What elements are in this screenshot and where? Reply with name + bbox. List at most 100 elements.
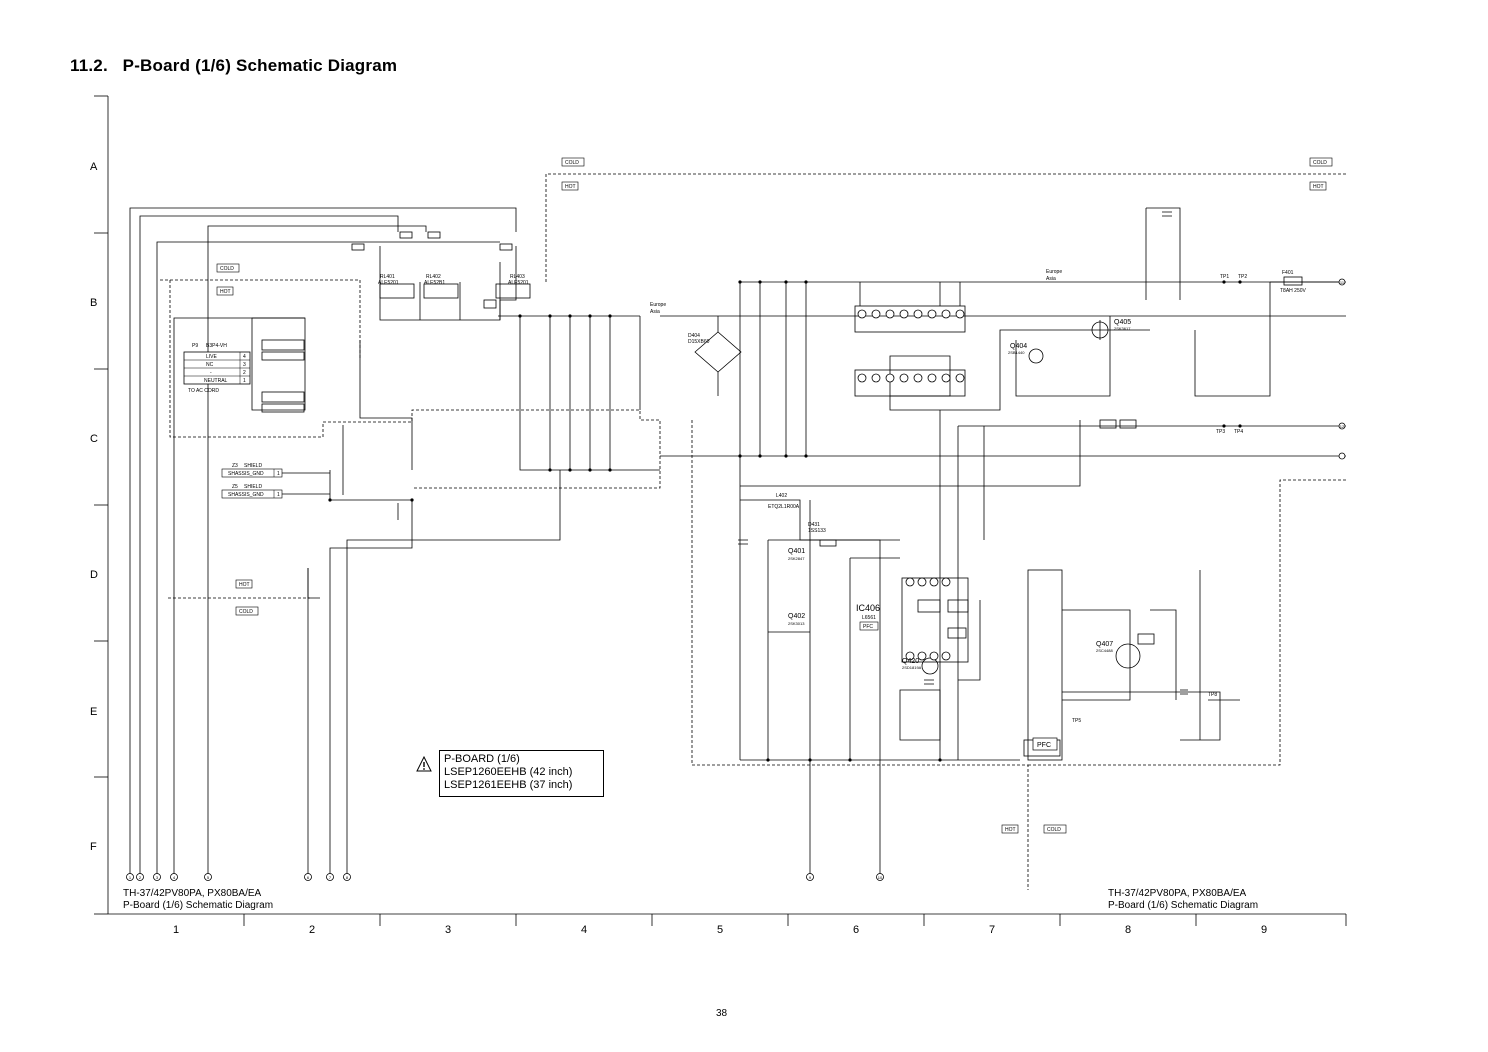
cold-tag: COLD [1313, 160, 1327, 166]
transistor-ref: Q405 [1114, 319, 1131, 326]
row-label-f: F [90, 841, 97, 853]
row-label-a: A [90, 161, 98, 173]
col-label-7: 7 [989, 924, 995, 936]
relay-part: ALE52B1 [424, 280, 445, 286]
connector-dot-label: 12 [1340, 424, 1345, 429]
connector-pin: 1 [277, 492, 280, 498]
row-label-b: B [90, 297, 97, 309]
footer-right: TH-37/42PV80PA, PX80BA/EA P-Board (1/6) … [1108, 888, 1258, 912]
footer-title: P-Board (1/6) Schematic Diagram [1108, 900, 1259, 911]
connector-dot-label: 7 [329, 875, 332, 880]
page-number: 38 [716, 1008, 728, 1019]
col-label-5: 5 [717, 924, 723, 936]
region-europe: Europe [1046, 269, 1062, 275]
hot-tag: HOT [220, 289, 231, 295]
connector-part: SHASSIS_GND [228, 492, 264, 498]
connector-ref: Z5 [232, 484, 238, 490]
footer-model: TH-37/42PV80PA, PX80BA/EA [123, 888, 262, 899]
cold-tag: COLD [239, 609, 253, 615]
col-label-4: 4 [581, 924, 587, 936]
ac-pin-number: 1 [243, 378, 246, 384]
connector-dot-label: 6 [307, 875, 310, 880]
heading-title: P-Board (1/6) Schematic Diagram [122, 56, 398, 75]
transistor-ref: Q404 [1010, 343, 1027, 350]
region-europe: Europe [650, 302, 666, 308]
board-note-line: LSEP1260EEHB (42 inch) [444, 766, 573, 778]
connector-label: SHIELD [244, 484, 262, 490]
footer-title: P-Board (1/6) Schematic Diagram [123, 900, 274, 911]
relay-ref: RL402 [426, 274, 441, 280]
hot-tag: HOT [1313, 184, 1324, 190]
ac-connector: P9 B3P4-VH LIVE NC - NEUTRAL 4 3 2 1 TO … [183, 343, 251, 394]
connector-dot-label: 8 [346, 875, 349, 880]
ac-connector-ref: P9 [192, 343, 198, 349]
coil-part: ETQ2L1R00A [768, 504, 800, 510]
transistor-part: 2SC4488 [1096, 648, 1113, 653]
test-point: TP4 [1234, 429, 1243, 435]
fuse-rating: T8AH 250V [1280, 288, 1307, 294]
transistor-part: 2SD1819A [902, 665, 922, 670]
test-point: TP1 [1220, 274, 1229, 280]
connector-dot-label: 9 [809, 875, 812, 880]
hot-tag: HOT [565, 184, 576, 190]
connector-dot-label: 4 [173, 875, 176, 880]
connector-pin: 1 [277, 471, 280, 477]
region-asia: Asia [650, 309, 660, 315]
col-label-2: 2 [309, 924, 315, 936]
col-label-9: 9 [1261, 924, 1267, 936]
transistor-ref: Q407 [1096, 641, 1113, 648]
relay-part: ALE5201 [378, 280, 399, 286]
transistor-part: 2SB1440 [1008, 350, 1025, 355]
footer-model: TH-37/42PV80PA, PX80BA/EA [1108, 888, 1247, 899]
row-label-d: D [90, 569, 98, 581]
relay-ref: RL401 [380, 274, 395, 280]
transistor-part: 2SK3617 [1114, 326, 1131, 331]
footer-left: TH-37/42PV80PA, PX80BA/EA P-Board (1/6) … [123, 888, 273, 912]
diode-part: 1SS133 [808, 528, 826, 534]
col-label-8: 8 [1125, 924, 1131, 936]
connector-dot-label: 3 [156, 875, 159, 880]
ac-connector-note: TO AC CORD [188, 388, 219, 394]
test-point: TP5 [1072, 718, 1081, 724]
hot-tag: HOT [239, 582, 250, 588]
board-note-line: LSEP1261EEHB (37 inch) [444, 779, 573, 791]
page-heading: 11.2. P-Board (1/6) Schematic Diagram [70, 56, 397, 76]
board-note-line: P-BOARD (1/6) [444, 753, 520, 765]
col-label-3: 3 [445, 924, 451, 936]
ac-pin-nc: NC [206, 362, 214, 368]
transistor-part: 2SK2847 [788, 556, 805, 561]
relay-ref: RL403 [510, 274, 525, 280]
ic-part: L6561 [862, 615, 876, 621]
ic-tag: PFC [863, 624, 873, 630]
ac-connector-part: B3P4-VH [206, 343, 227, 349]
connector-part: SHASSIS_GND [228, 471, 264, 477]
col-label-1: 1 [173, 924, 179, 936]
diode-ref: D404 [688, 333, 700, 339]
relay-part: ALE5201 [508, 280, 529, 286]
connector-label: SHIELD [244, 463, 262, 469]
ic-ref: IC406 [856, 603, 880, 613]
pfc-tag: PFC [1037, 742, 1051, 749]
cold-tag: COLD [1047, 827, 1061, 833]
connector-dot-label: 11 [1340, 280, 1345, 285]
cold-tag: COLD [565, 160, 579, 166]
cold-tag: COLD [220, 266, 234, 272]
ac-pin-number: 3 [243, 362, 246, 368]
diode-ref: D431 [808, 522, 820, 528]
fuse-ref: F401 [1282, 270, 1294, 276]
transistor-ref: Q420 [902, 658, 919, 665]
row-label-c: C [90, 433, 98, 445]
ac-pin-live: LIVE [206, 354, 218, 360]
warning-icon [416, 756, 432, 772]
connector-dot-label: 2 [139, 875, 142, 880]
ac-pin-number: 2 [243, 370, 246, 376]
connector-dot-label: 1 [129, 875, 132, 880]
board-note: P-BOARD (1/6) LSEP1260EEHB (42 inch) LSE… [439, 750, 604, 797]
row-label-e: E [90, 706, 97, 718]
connector-dot-label: 5 [207, 875, 210, 880]
transistor-ref: Q401 [788, 548, 805, 555]
connector-dot-label: 10 [878, 875, 883, 880]
shield-connectors: Z3 SHIELD SHASSIS_GND 1 Z5 SHIELD SHASSI… [221, 463, 283, 499]
